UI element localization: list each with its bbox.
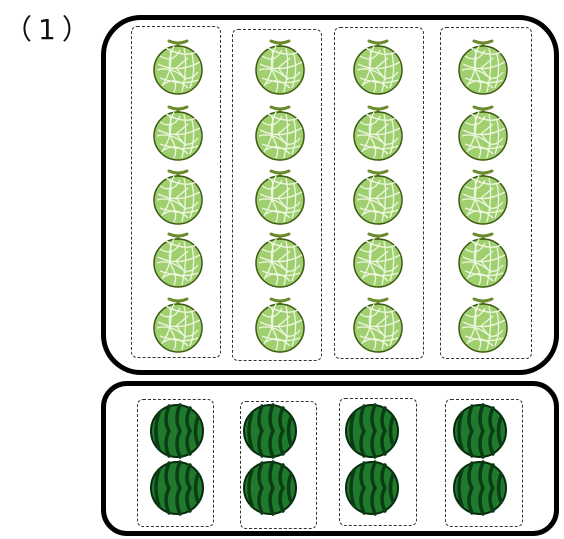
melon-box [101, 15, 559, 375]
melon-icon [153, 169, 203, 225]
melon-icon [353, 105, 403, 161]
melon-icon [153, 232, 203, 288]
melon-group [334, 27, 424, 359]
watermelon-icon [345, 403, 399, 459]
melon-icon [353, 39, 403, 95]
melon-icon [153, 105, 203, 161]
melon-group [232, 29, 322, 361]
melon-icon [353, 169, 403, 225]
melon-icon [458, 297, 508, 353]
problem-label: （1） [4, 13, 96, 46]
watermelon-icon [150, 403, 204, 459]
melon-icon [255, 297, 305, 353]
watermelon-icon [150, 460, 204, 516]
melon-icon [458, 105, 508, 161]
melon-icon [353, 232, 403, 288]
watermelon-icon [453, 403, 507, 459]
melon-group [440, 27, 532, 359]
melon-icon [458, 232, 508, 288]
watermelon-group [445, 399, 523, 527]
watermelon-icon [243, 460, 297, 516]
melon-icon [353, 297, 403, 353]
watermelon-icon [453, 460, 507, 516]
melon-icon [255, 39, 305, 95]
melon-icon [458, 169, 508, 225]
melon-group [131, 26, 221, 358]
watermelon-group [339, 398, 417, 526]
melon-icon [153, 39, 203, 95]
melon-icon [255, 105, 305, 161]
watermelon-icon [243, 403, 297, 459]
melon-icon [458, 39, 508, 95]
melon-icon [255, 232, 305, 288]
melon-icon [153, 297, 203, 353]
melon-icon [255, 169, 305, 225]
watermelon-icon [345, 460, 399, 516]
watermelon-group [137, 399, 214, 527]
watermelon-box [101, 381, 559, 536]
watermelon-group [240, 401, 317, 529]
